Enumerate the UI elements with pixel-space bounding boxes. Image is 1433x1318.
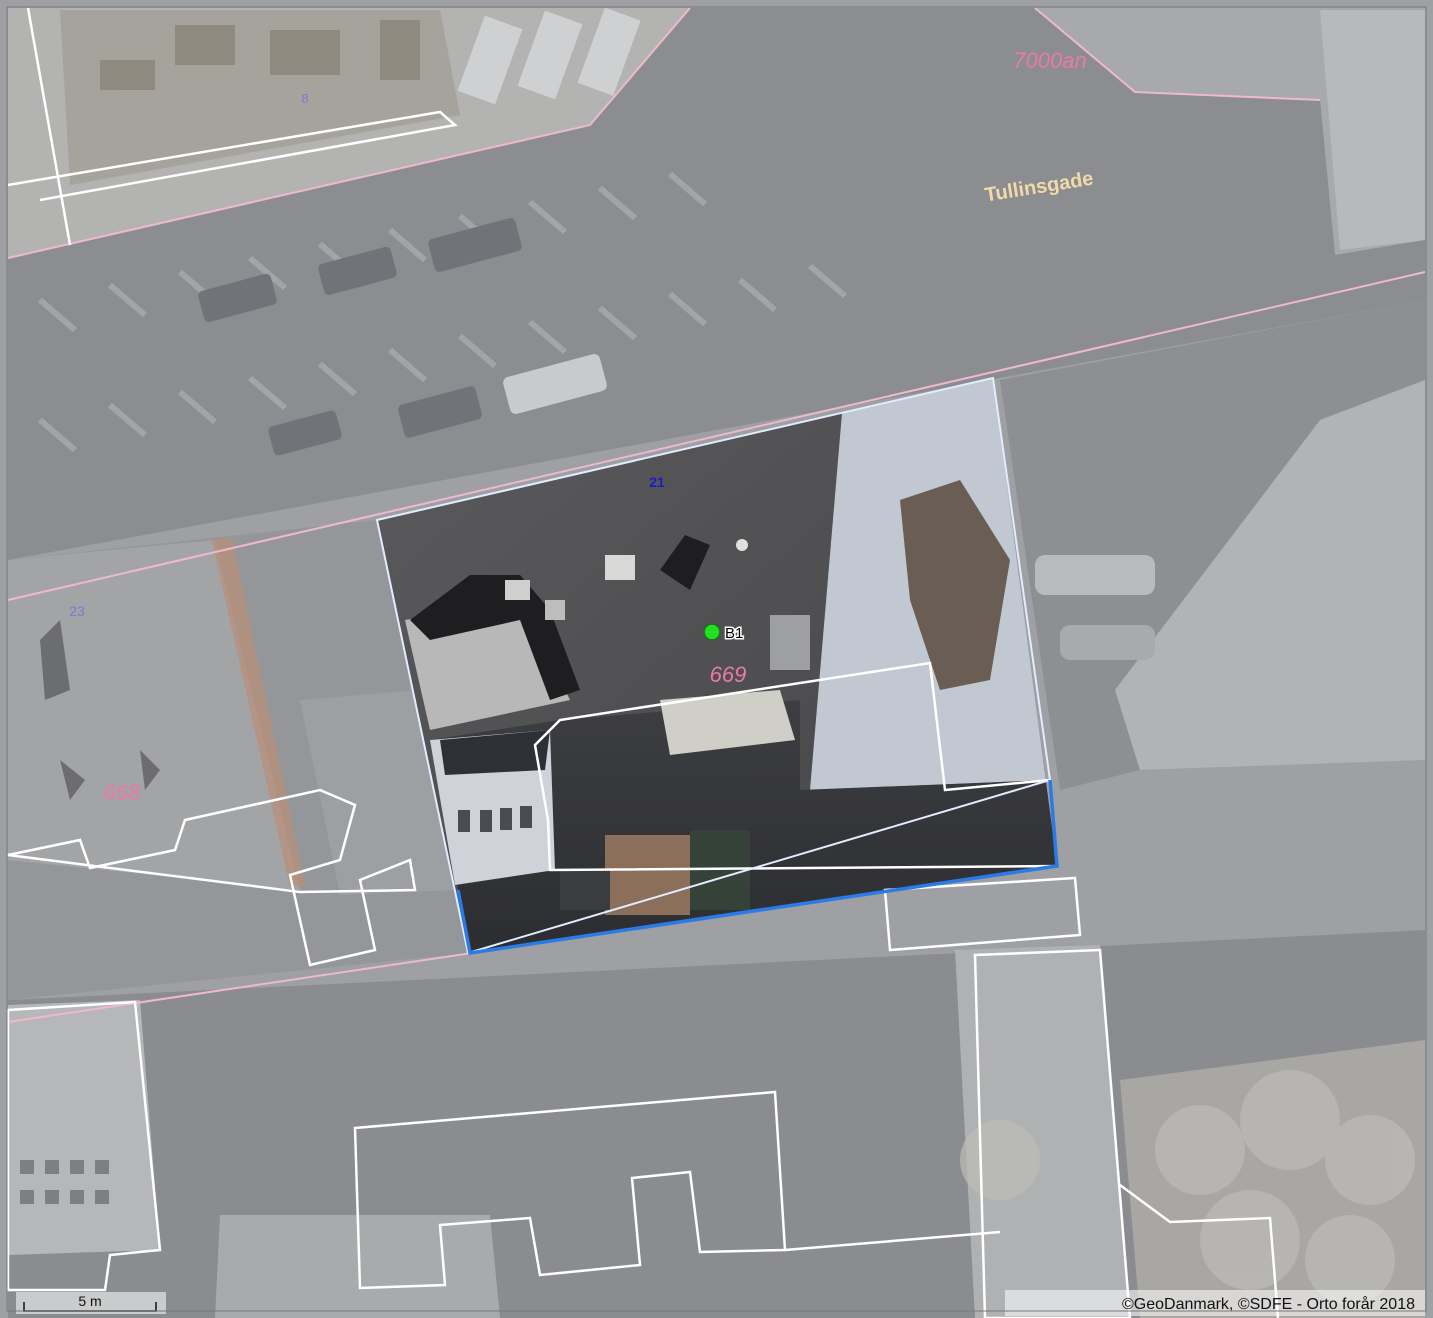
- building-bottom-right: [955, 945, 1130, 1318]
- street-car-white: [503, 354, 607, 414]
- selected-parcel-highlight-edge[interactable]: [456, 779, 1059, 955]
- scale-bar-label: 5 m: [78, 1293, 101, 1309]
- cadastral-label-7000an: 7000an: [1013, 48, 1086, 73]
- rooftop-area: [8, 540, 300, 890]
- building-bottom-left: [8, 1000, 160, 1255]
- building-bottom-center: [215, 1215, 500, 1318]
- point-marker-b1[interactable]: B1: [703, 623, 745, 644]
- rooftop-area: [60, 10, 460, 185]
- cadastral-label-668: 668: [104, 780, 141, 805]
- facade-windows: [458, 806, 532, 832]
- tree-canopy: [960, 1070, 1415, 1305]
- attribution-background: [1005, 1290, 1425, 1316]
- point-marker-label: B1: [725, 625, 743, 642]
- rooftop-details: [100, 20, 420, 90]
- parked-car-right: [1060, 625, 1155, 660]
- shadow-building-right: [1115, 380, 1425, 770]
- windows-bottom-left: [20, 1160, 109, 1204]
- street-surface: [8, 8, 1425, 560]
- rooftop-details: [40, 620, 160, 800]
- cadastral-label-669: 669: [710, 662, 747, 687]
- parked-cars-top: [457, 7, 641, 105]
- house-number-label: 23: [69, 603, 85, 619]
- rooftop-area: [1320, 10, 1425, 250]
- street-cars: [198, 218, 522, 456]
- house-number-label-selected: 21: [649, 474, 665, 490]
- rooftop-area: [300, 690, 455, 895]
- attribution-text: ©GeoDanmark, ©SDFE - Orto forår 2018: [1122, 1295, 1415, 1313]
- parked-car-right: [1035, 555, 1155, 595]
- house-number-label: 8: [301, 91, 308, 106]
- scale-bar-background: [16, 1292, 166, 1314]
- map-frame: [6, 6, 1427, 1312]
- point-marker-icon[interactable]: [703, 623, 721, 641]
